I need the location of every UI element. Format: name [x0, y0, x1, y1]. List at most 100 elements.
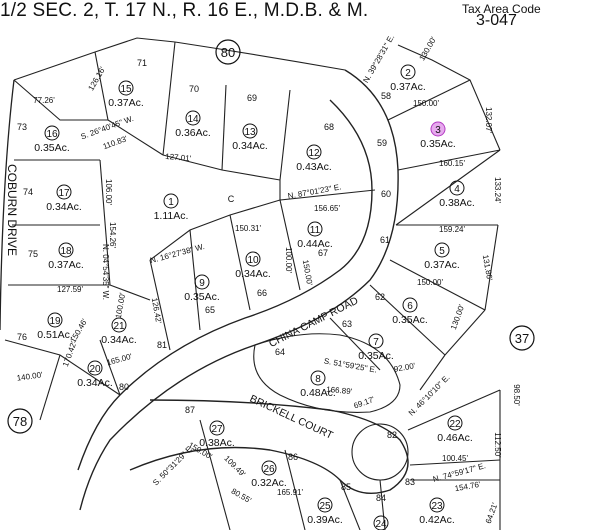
dimension-label: 64.21' — [484, 501, 500, 525]
dimension-label: 126.42' — [150, 297, 163, 325]
parcel-number-15: 15 — [120, 84, 132, 95]
dimension-label: 127.59' — [57, 285, 83, 294]
parcel-circle-14 — [185, 110, 201, 126]
parcel-acreage-10: 0.34Ac. — [235, 268, 271, 280]
dimension-label: 160.15' — [439, 159, 465, 168]
parcel-circle-2 — [400, 64, 416, 80]
dimension-label: 165.91' — [277, 488, 303, 497]
parcel-acreage-11: 0.44Ac. — [297, 238, 333, 250]
tax-area-label: Tax Area Code — [462, 2, 541, 16]
dimension-label: 154.26' — [108, 222, 117, 248]
dimension-label: 140.00' — [16, 370, 43, 383]
parcel-acreage-15: 0.37Ac. — [108, 97, 144, 109]
dimension-label: 150.31' — [235, 224, 261, 233]
dimension-label: 127.01' — [165, 152, 192, 163]
parcel-acreage-3: 0.35Ac. — [420, 138, 456, 150]
parcel-circle-27 — [209, 420, 225, 436]
dimension-label: 150.00' — [301, 259, 314, 287]
dimension-label: 77.26' — [33, 96, 55, 105]
dimension-label: 159.24' — [439, 225, 465, 234]
parcel-circle-19 — [47, 312, 63, 328]
lot-number-58: 58 — [381, 91, 391, 101]
dimension-label: 150.00' — [417, 278, 443, 287]
page-ref-label-80: 80 — [221, 45, 235, 60]
dimension-label: 69.17' — [352, 395, 376, 411]
parcel-number-26: 26 — [263, 464, 275, 475]
parcel-circle-25 — [317, 497, 333, 513]
parcel-number-2: 2 — [405, 68, 411, 79]
parcel-number-8: 8 — [315, 374, 321, 385]
page-ref-label-78: 78 — [13, 414, 27, 429]
dimension-label: 80.55' — [230, 487, 254, 506]
parcel-number-25: 25 — [319, 501, 331, 512]
parcel-acreage-22: 0.46Ac. — [437, 432, 473, 444]
dimension-label: 156.65' — [314, 204, 340, 213]
parcel-circle-11 — [307, 221, 323, 237]
parcel-acreage-25: 0.39Ac. — [307, 514, 343, 526]
parcel-circle-8 — [310, 370, 326, 386]
lot-number-66: 66 — [257, 288, 267, 298]
lot-number-84: 84 — [376, 493, 386, 503]
dimension-label: 131.86' — [481, 254, 494, 282]
parcel-circle-12 — [306, 144, 322, 160]
parcel-number-3: 3 — [435, 125, 441, 136]
lot-number-C: C — [228, 194, 235, 204]
parcel-circle-26 — [261, 460, 277, 476]
parcel-circle-10 — [245, 251, 261, 267]
lot-number-80: 80 — [119, 382, 129, 392]
dimension-label: 165.00' — [106, 352, 134, 368]
lot-number-86: 86 — [288, 452, 298, 462]
dimension-label: 110.83' — [102, 134, 129, 151]
parcel-acreage-12: 0.43Ac. — [296, 161, 332, 173]
parcel-number-5: 5 — [439, 246, 445, 257]
parcel-acreage-18: 0.37Ac. — [48, 259, 84, 271]
parcel-number-10: 10 — [247, 255, 259, 266]
parcel-acreage-26: 0.32Ac. — [251, 477, 287, 489]
parcel-circle-9 — [194, 274, 210, 290]
parcel-circle-21 — [111, 317, 127, 333]
dimension-label: 112.50' — [493, 432, 502, 458]
dimension-label: 154.76' — [454, 480, 482, 493]
parcel-number-27: 27 — [211, 424, 223, 435]
tax-area-code: 3-047 — [476, 12, 517, 29]
lot-number-81: 81 — [157, 340, 167, 350]
parcel-circle-24 — [373, 515, 389, 530]
dimension-label: 130.00' — [449, 303, 467, 331]
parcel-circle-22 — [447, 415, 463, 431]
parcel-circle-4 — [449, 180, 465, 196]
page-ref-label-37: 37 — [515, 331, 529, 346]
lot-number-75: 75 — [28, 249, 38, 259]
parcel-circle-23 — [429, 497, 445, 513]
parcel-circle-7 — [368, 333, 384, 349]
lot-number-71: 71 — [137, 58, 147, 68]
parcel-number-6: 6 — [407, 301, 413, 312]
parcel-acreage-2: 0.37Ac. — [390, 81, 426, 93]
dimension-label: 92.00' — [393, 361, 416, 374]
lot-number-85: 85 — [341, 482, 351, 492]
parcel-linework — [0, 37, 501, 530]
parcel-acreage-27: 0.38Ac. — [199, 437, 235, 449]
parcel-acreage-16: 0.35Ac. — [34, 142, 70, 154]
dimension-label: 132.07' — [484, 107, 493, 133]
parcel-number-18: 18 — [60, 246, 72, 257]
parcel-acreage-9: 0.35Ac. — [184, 291, 220, 303]
parcel-acreage-5: 0.37Ac. — [424, 259, 460, 271]
lot-number-64: 64 — [275, 347, 285, 357]
dimension-label: 106.00' — [104, 179, 113, 205]
dimension-label: 150.00' — [413, 99, 439, 108]
parcel-number-19: 19 — [49, 316, 61, 327]
dimension-label: N. 39°28'31" E. — [361, 33, 396, 84]
lot-number-82: 82 — [387, 430, 397, 440]
parcel-number-23: 23 — [431, 501, 443, 512]
road-label-coburn: COBURN DRIVE — [5, 164, 19, 256]
parcel-number-1: 1 — [168, 197, 174, 208]
dimension-label: 100.45' — [442, 454, 468, 463]
parcel-number-7: 7 — [373, 337, 379, 348]
lot-number-69: 69 — [247, 93, 257, 103]
lot-number-74: 74 — [23, 187, 33, 197]
parcel-circle-15 — [118, 80, 134, 96]
map-section-title: 1/2 SEC. 2, T. 17 N., R. 16 E., M.D.B. &… — [0, 0, 369, 21]
parcel-number-12: 12 — [308, 148, 320, 159]
parcel-acreage-13: 0.34Ac. — [232, 140, 268, 152]
